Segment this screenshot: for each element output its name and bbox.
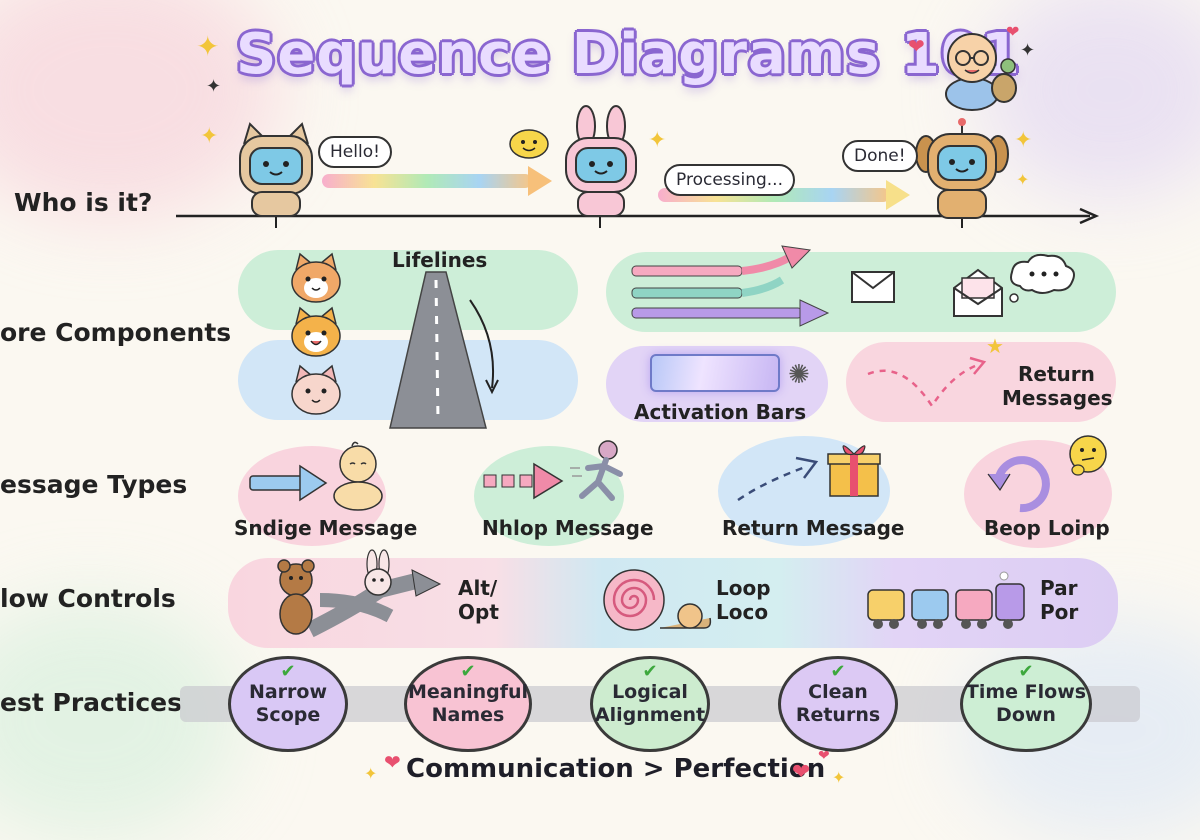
sparkle-icon: ✦: [206, 76, 222, 97]
best-practice-line1: Time Flows: [965, 681, 1087, 703]
best-practice-logical-alignment: ✔ Logical Alignment: [590, 656, 710, 752]
road-lifeline-icon: [389, 271, 499, 429]
flow-label-loop-line2: Loco: [716, 600, 769, 624]
best-practice-line2: Down: [996, 704, 1056, 726]
row-label-flow: low Controls: [0, 584, 176, 613]
envelope-icon: [851, 271, 895, 303]
flow-label-par-line1: Par: [1040, 576, 1078, 600]
flow-label-alt-line2: Opt: [458, 600, 499, 624]
sparkle-icon: ✦: [1014, 128, 1033, 153]
best-practice-line1: Narrow: [248, 681, 328, 703]
heart-icon: ❤: [792, 760, 811, 785]
smile-emoji-icon: [509, 129, 549, 159]
spinner-icon: ✺: [788, 360, 810, 390]
thought-cloud-icon: [1009, 253, 1075, 303]
speech-bubble-processing: Processing...: [664, 164, 795, 196]
sparkle-icon: ✦: [1016, 170, 1030, 189]
open-envelope-icon: [953, 268, 1003, 317]
msgtype-label-3: Return Message: [722, 516, 905, 540]
sparkle-icon: ✦: [832, 768, 846, 787]
flow-label-alt-line1: Alt/: [458, 576, 498, 600]
label-lifelines: Lifelines: [392, 248, 488, 272]
row-label-types: essage Types: [0, 470, 188, 499]
msgtype-label-1: Sndige Message: [234, 516, 418, 540]
cat-robot-icon: [239, 122, 313, 217]
best-practice-line2: Alignment: [594, 704, 706, 726]
gift-box-icon: [827, 445, 881, 497]
sparkle-icon: ✦: [648, 128, 667, 153]
check-icon: ✔: [1018, 661, 1034, 682]
msgtype-label-2: Nhlop Message: [482, 516, 654, 540]
heart-icon: ❤: [908, 34, 925, 58]
heart-icon: ❤: [1006, 22, 1020, 41]
sparkle-icon: ✦: [364, 764, 378, 783]
sparkle-icon: ✦: [1020, 40, 1036, 61]
label-return-line2: Messages: [1002, 386, 1113, 410]
check-icon: ✔: [460, 661, 476, 682]
train-icon: [867, 571, 1025, 629]
bear-bunny-crossroads-icon: [277, 549, 442, 638]
solid-arrow-icon: [249, 464, 328, 502]
dashed-arrow-icon: [483, 462, 564, 500]
best-practice-line2: Names: [431, 704, 505, 726]
footer-tagline: Communication > Perfection: [406, 754, 826, 784]
mascot-glasses-icon: [945, 33, 1017, 111]
best-practice-line1: Clean: [808, 681, 868, 703]
speech-bubble-hello: Hello!: [318, 136, 392, 168]
row-label-who: Who is it?: [14, 188, 153, 217]
check-icon: ✔: [280, 661, 296, 682]
return-band: [846, 342, 1116, 422]
best-practice-time-flows-down: ✔ Time Flows Down: [960, 656, 1092, 752]
best-practice-line1: Meaningful: [407, 681, 529, 703]
check-icon: ✔: [642, 661, 658, 682]
best-practice-clean-returns: ✔ Clean Returns: [778, 656, 898, 752]
meditating-character-icon: [333, 441, 383, 511]
star-icon: ★: [986, 334, 1004, 358]
row-label-core: ore Components: [0, 318, 232, 347]
flow-label-par-line2: Por: [1040, 600, 1079, 624]
loop-arrow-icon: [987, 456, 1050, 513]
best-practice-line2: Returns: [795, 704, 881, 726]
label-return-line1: Return: [1018, 362, 1095, 386]
best-practice-narrow-scope: ✔ Narrow Scope: [228, 656, 348, 752]
speech-bubble-done: Done!: [842, 140, 918, 172]
heart-icon: ❤: [818, 748, 830, 764]
dashed-return-arrow-icon: [737, 456, 819, 502]
bg-wash-purple: [980, 0, 1200, 200]
bunny-robot-icon: [565, 105, 637, 217]
best-practice-line1: Logical: [612, 681, 688, 703]
cat-face-icon: [291, 252, 341, 303]
cat-face-icon: [291, 364, 341, 415]
thinking-emoji-icon: [1069, 435, 1107, 476]
msgtype-label-4: Beop Loinp: [984, 516, 1110, 540]
best-practice-line2: Scope: [255, 704, 321, 726]
sparkle-icon: ✦: [200, 124, 219, 149]
best-practice-meaningful-names: ✔ Meaningful Names: [404, 656, 532, 752]
page-title: Sequence Diagrams 101: [236, 22, 1021, 87]
label-activation-bars: Activation Bars: [634, 400, 807, 424]
message-arrows-icon: [631, 245, 830, 327]
return-arrow-icon: [867, 356, 987, 409]
cat-face-icon: [291, 306, 341, 357]
heart-icon: ❤: [384, 750, 401, 774]
dog-robot-icon: [915, 118, 1009, 219]
snail-spiral-icon: [603, 569, 712, 631]
running-figure-icon: [570, 440, 623, 501]
row-label-best: est Practices: [0, 688, 183, 717]
check-icon: ✔: [830, 661, 846, 682]
sparkle-icon: ✦: [196, 30, 220, 63]
flow-label-loop-line1: Loop: [716, 576, 771, 600]
msgtype-blob-async: [474, 446, 624, 546]
activation-bar: [650, 354, 780, 392]
